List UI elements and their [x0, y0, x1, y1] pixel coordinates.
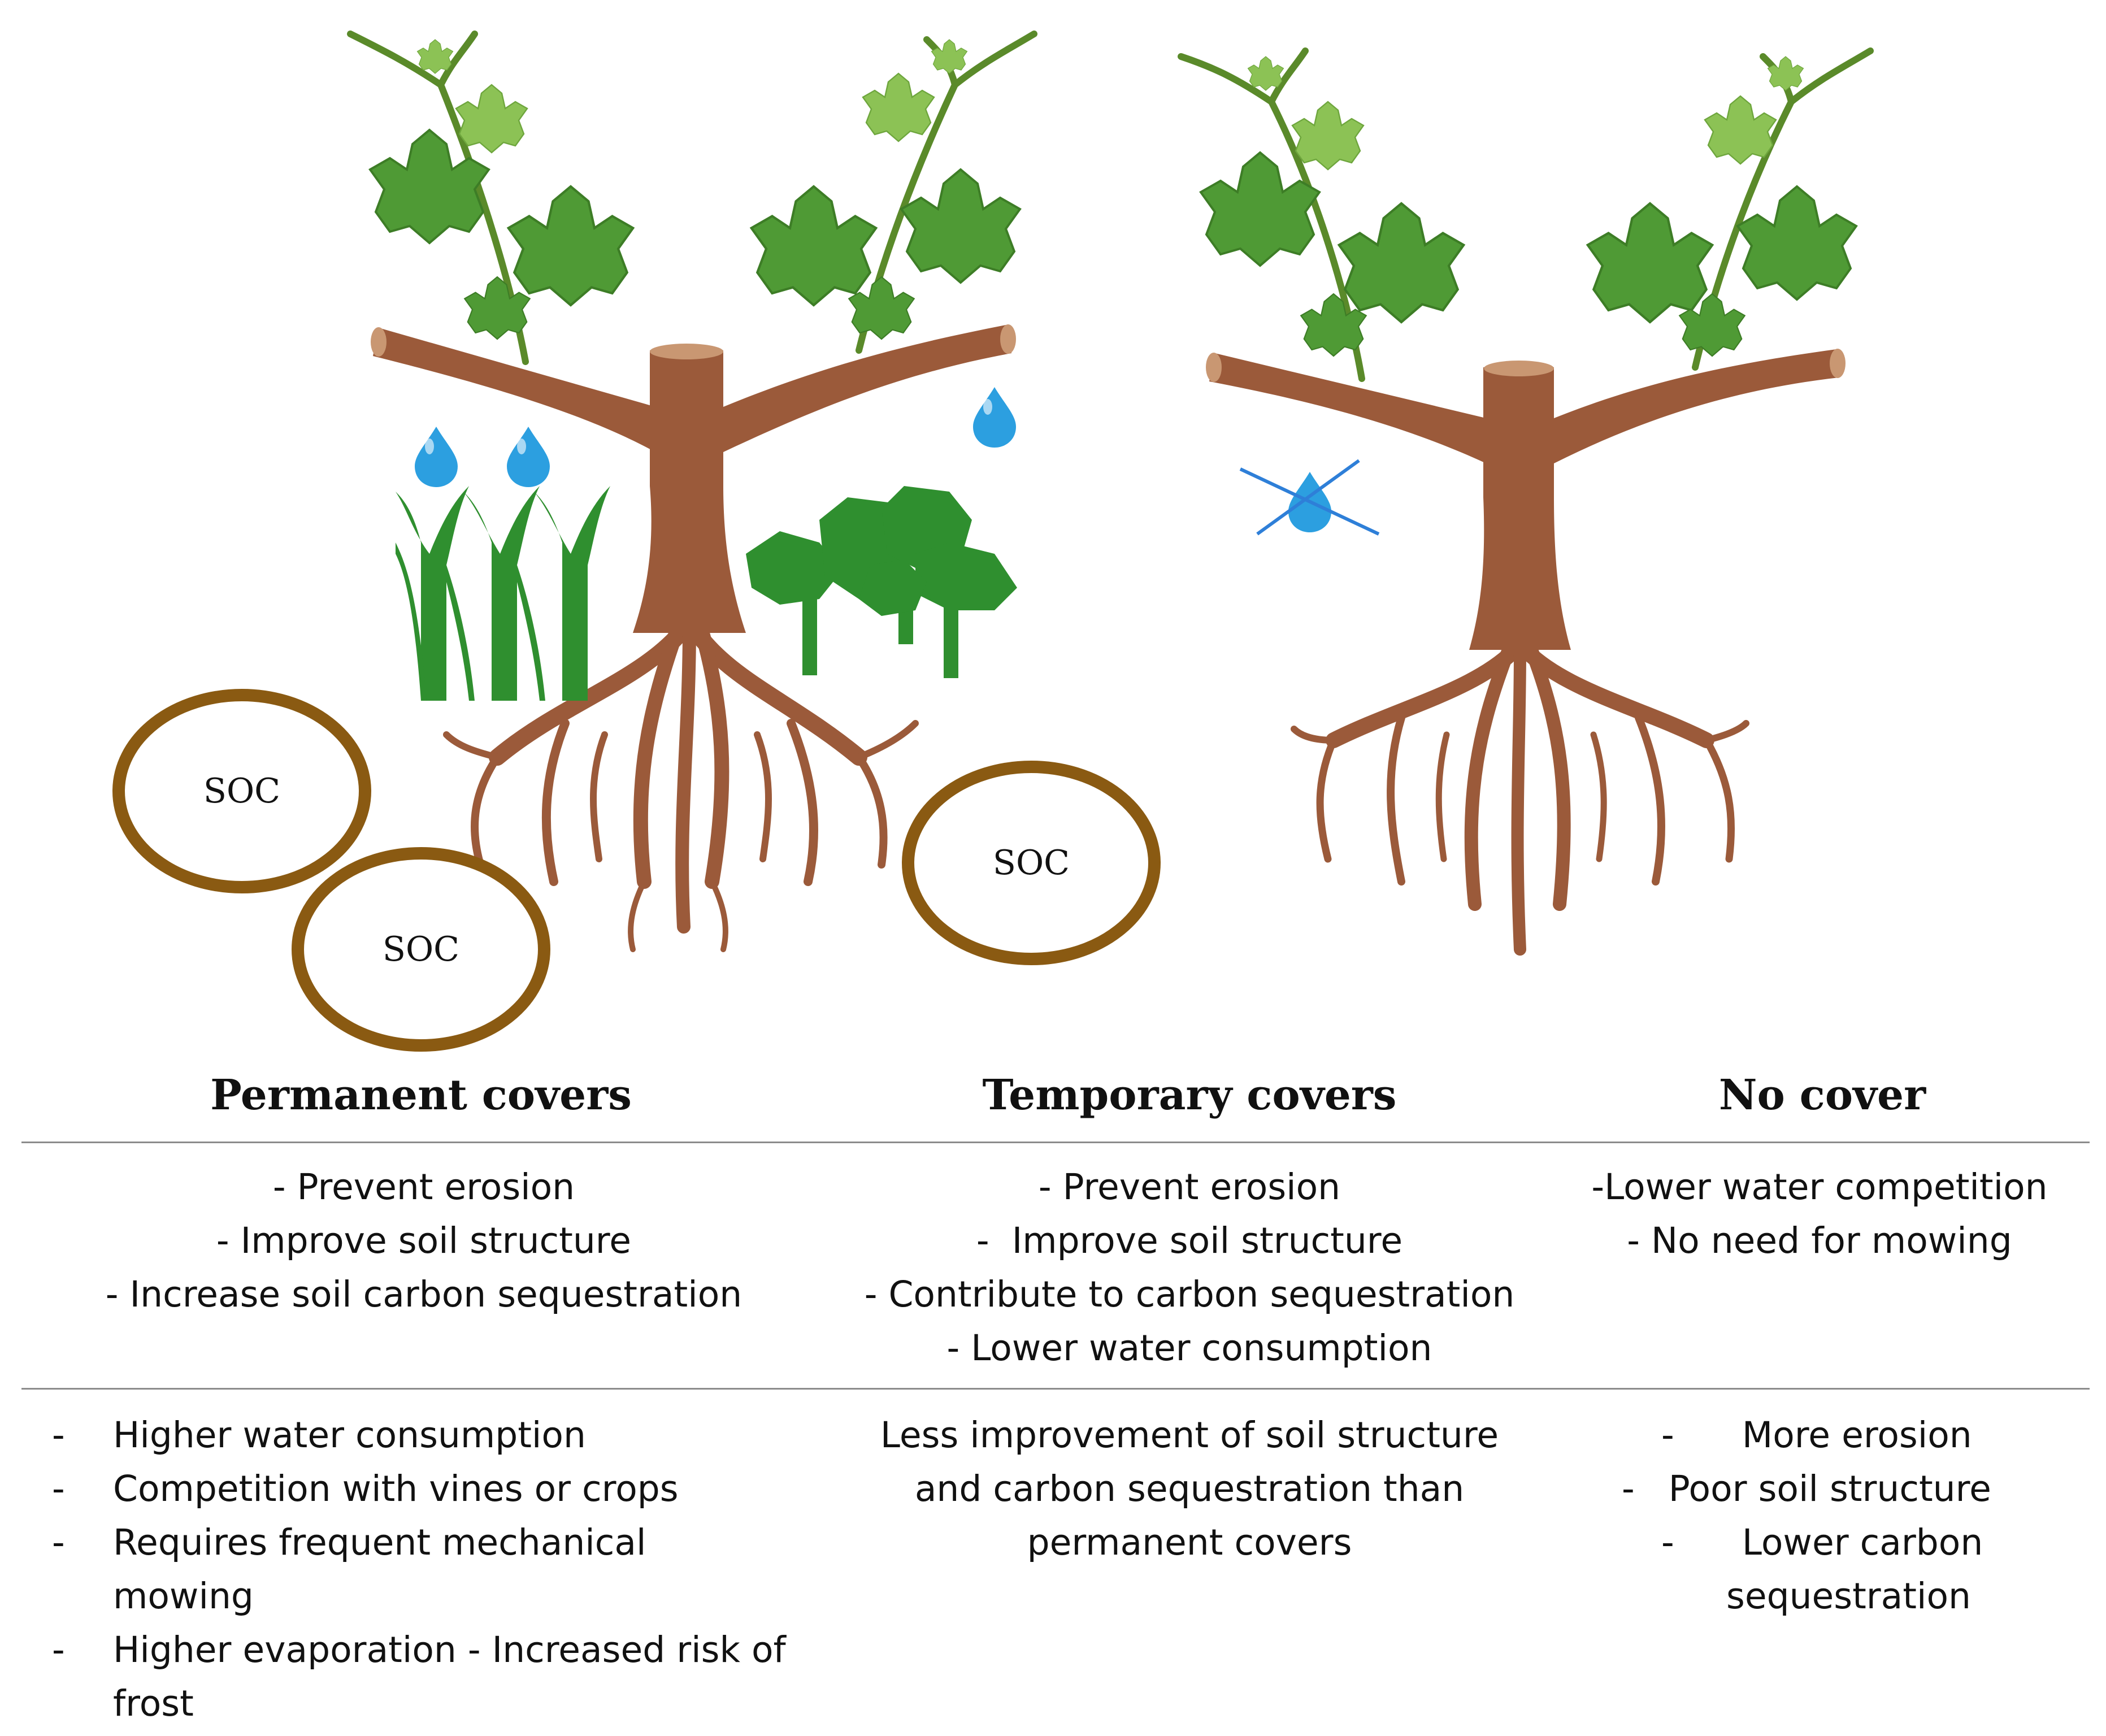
vine-trunk-right [1469, 367, 1571, 650]
disadvantage-text: Competition with vines or crops [113, 1468, 679, 1509]
disadvantage-text: Requires frequent mechanical mowing [113, 1522, 646, 1617]
disadvantages-temporary: Less improvement of soil structure and c… [822, 1408, 1557, 1569]
disadvantage-line: - Poor soil structure [1622, 1468, 1991, 1509]
vine-arm-right-a [1209, 353, 1486, 463]
column-title-permanent: Permanent covers [210, 1071, 632, 1119]
soc-label: SOC [383, 930, 459, 969]
disadvantage-text: Higher evaporation - Increased risk of f… [113, 1629, 786, 1724]
vine-roots-left [443, 613, 919, 952]
disadvantage-item: - Higher evaporation - Increased risk of… [0, 1623, 791, 1730]
disadvantage-line: - Lower carbon [1661, 1522, 1983, 1563]
list-dash: - [52, 1522, 65, 1563]
water-drop-icon [973, 387, 1016, 448]
advantage-item: - Improve soil structure [216, 1220, 632, 1261]
water-drop-icon [507, 427, 550, 487]
disadvantage-line: permanent covers [1027, 1522, 1352, 1563]
advantage-item: - Prevent erosion [1038, 1166, 1341, 1208]
soc-label: SOC [203, 771, 280, 811]
advantage-item: - Lower water consumption [946, 1327, 1432, 1369]
soc-ring [292, 847, 550, 1052]
disadvantage-line: Less improvement of soil structure [880, 1414, 1499, 1456]
soc-ring [112, 689, 371, 893]
soc-ring [902, 761, 1161, 965]
advantages-permanent: - Prevent erosion - Improve soil structu… [28, 1160, 819, 1321]
column-title-temporary: Temporary covers [982, 1071, 1397, 1119]
disadvantage-item: - Higher water consumption [0, 1408, 848, 1462]
advantages-no-cover: -Lower water competition - No need for m… [1565, 1160, 2074, 1268]
divider-top [21, 1142, 2090, 1143]
advantage-item: - Prevent erosion [272, 1166, 575, 1208]
vine-trunk-left [633, 350, 746, 633]
advantage-item: - Improve soil structure [976, 1220, 1403, 1261]
no-water-icon [1239, 459, 1380, 536]
disadvantages-permanent: - Higher water consumption - Competition… [0, 1408, 848, 1730]
disadvantage-item: - Requires frequent mechanical mowing [0, 1516, 678, 1623]
disadvantages-no-cover: - More erosion - Poor soil structure - L… [1599, 1408, 2106, 1623]
list-dash: - [52, 1414, 65, 1456]
advantage-item: -Lower water competition [1591, 1166, 2048, 1208]
clover-cover [746, 486, 1017, 678]
disadvantage-text: Higher water consumption [113, 1414, 586, 1456]
vineyard-illustration: SOC SOC SOC [112, 31, 1874, 1052]
soc-rings [112, 689, 1161, 1052]
vine-with-cover [347, 31, 1037, 952]
disadvantage-line: sequestration [1726, 1576, 1971, 1617]
advantage-item: - No need for mowing [1627, 1220, 2012, 1261]
divider-middle [21, 1388, 2090, 1390]
vine-arm-right-b [1554, 349, 1839, 463]
vine-roots-right [1291, 636, 1749, 956]
list-dash: - [52, 1468, 65, 1509]
list-dash: - [52, 1629, 65, 1670]
vine-arm-left-a [373, 328, 655, 452]
water-drop-icon [415, 427, 458, 487]
disadvantage-item: - Competition with vines or crops [0, 1462, 848, 1516]
advantages-temporary: - Prevent erosion - Improve soil structu… [822, 1160, 1557, 1375]
vine-no-cover [1178, 47, 1874, 956]
advantage-item: - Contribute to carbon sequestration [864, 1274, 1515, 1315]
grass-cover [396, 486, 610, 701]
disadvantage-line: and carbon sequestration than [914, 1468, 1465, 1509]
column-title-no-cover: No cover [1718, 1071, 1926, 1119]
disadvantage-line: - More erosion [1661, 1414, 1972, 1456]
advantage-item: - Increase soil carbon sequestration [105, 1274, 742, 1315]
soc-label: SOC [993, 843, 1070, 883]
vine-arm-left-b [723, 325, 1011, 452]
